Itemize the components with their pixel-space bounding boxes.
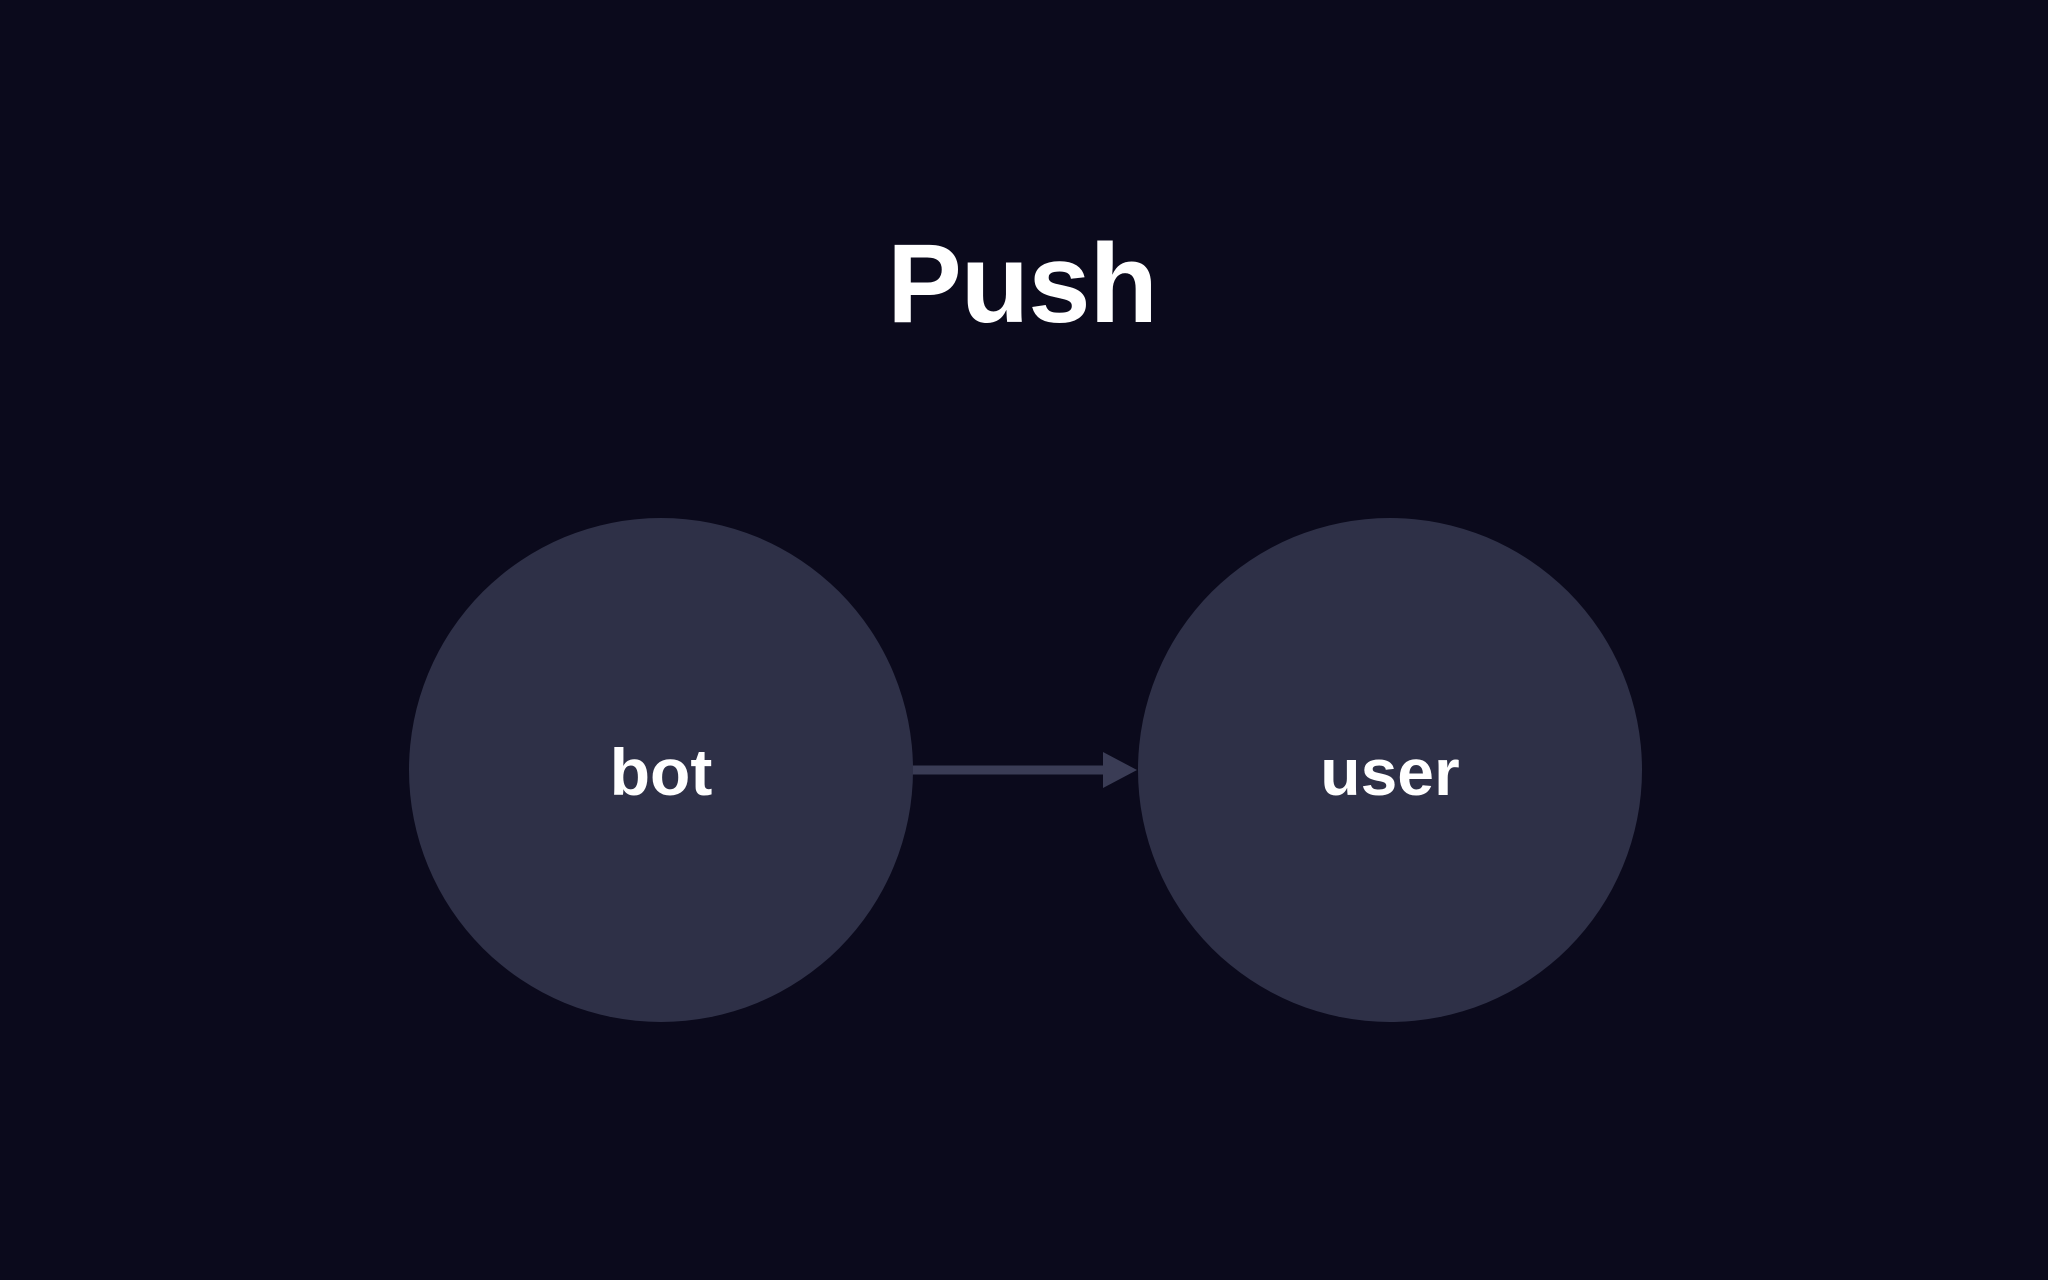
node-bot-label: bot: [609, 735, 713, 809]
node-user[interactable]: user: [1138, 518, 1642, 1022]
node-user-label: user: [1320, 735, 1460, 809]
node-bot[interactable]: bot: [409, 518, 913, 1022]
arrowhead-icon: [1103, 752, 1137, 788]
edge-bot-to-user: [912, 752, 1137, 788]
page-title: Push: [887, 221, 1158, 346]
